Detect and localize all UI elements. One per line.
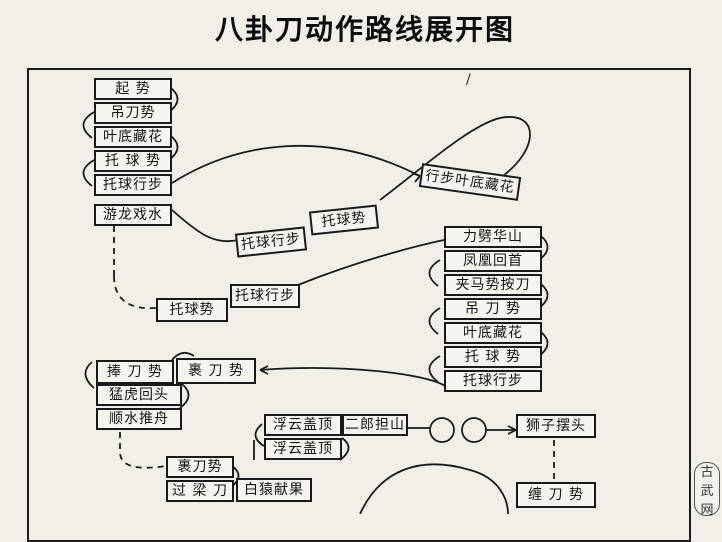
step-guodaoshi: 裹 刀 势	[176, 358, 256, 384]
site-seal: 古 武 网	[694, 462, 720, 518]
loop-arrow	[428, 259, 441, 287]
step-fenghuangdiantou: 凤凰回首	[444, 250, 542, 272]
step-guoliangdao: 过 梁 刀	[166, 480, 234, 502]
route-line	[359, 463, 509, 514]
step-shunshuituizhou: 顺水推舟	[96, 408, 182, 430]
step-qishi: 起 势	[94, 78, 172, 100]
loop-arrow	[82, 111, 95, 139]
step-fuyungaiding: 浮云盖顶	[264, 414, 342, 436]
loop-arrow	[254, 423, 265, 447]
step-pengdaoshi: 捧 刀 势	[96, 360, 174, 384]
route-lines	[82, 87, 555, 514]
arrow-head	[259, 365, 269, 375]
step-baiyuanxianguo: 白猿献果	[236, 478, 312, 502]
step-erlangdanshan: 二郎担山	[342, 414, 408, 436]
loop-arrow	[339, 437, 350, 461]
loop-arrow	[428, 355, 441, 383]
step-diaodaoshi-2: 吊 刀 势	[444, 298, 542, 320]
step-lipihuashan: 力劈华山	[444, 226, 542, 248]
route-line	[171, 209, 239, 243]
circle-path	[429, 417, 455, 443]
seal-char: 武	[700, 483, 714, 499]
loop-arrow	[179, 383, 190, 409]
loop-arrow	[84, 361, 95, 389]
route-line	[259, 367, 449, 389]
step-diaodaoshi: 吊刀势	[94, 102, 172, 124]
dashed-route	[113, 226, 157, 310]
step-tuoqiushi-4: 托球势	[156, 298, 228, 322]
step-yediecanghua: 叶底藏花	[94, 126, 172, 148]
loop-arrow	[171, 351, 195, 361]
arrow-head	[507, 425, 517, 435]
loop-arrow	[428, 307, 441, 335]
step-tuoqiuxingbu: 托球行步	[94, 174, 172, 196]
stray-mark: /	[466, 72, 471, 88]
step-jiamatuodao: 夹马势按刀	[444, 274, 542, 296]
seal-char: 古	[700, 464, 714, 480]
loop-arrow	[82, 159, 95, 187]
step-menghuhuitou: 猛虎回头	[96, 384, 182, 406]
step-tuoqiushi-3: 托 球 势	[444, 346, 542, 368]
route-line	[171, 144, 421, 184]
step-yediecanghua-2: 叶底藏花	[444, 322, 542, 344]
route-line	[379, 116, 531, 201]
step-tuoqiuxingbu-4: 托球行步	[230, 284, 300, 308]
step-guodaoshi-2: 裹刀势	[166, 456, 234, 478]
page-title: 八卦刀动作路线展开图	[214, 13, 515, 46]
circle-path	[461, 417, 487, 443]
step-youlongxiwa: 游龙戏水	[94, 204, 172, 226]
step-chandaoshi: 缠 刀 势	[516, 482, 596, 508]
route-line	[297, 239, 445, 286]
step-tuoqiushi: 托 球 势	[94, 150, 172, 172]
step-fuyungaiding-2: 浮云盖顶	[264, 438, 342, 460]
step-tuoqiuxingbu-3: 托球行步	[444, 370, 542, 392]
seal-char: 网	[700, 502, 714, 518]
dashed-route	[119, 432, 167, 469]
step-shizibaitou: 狮子摆头	[516, 414, 596, 438]
